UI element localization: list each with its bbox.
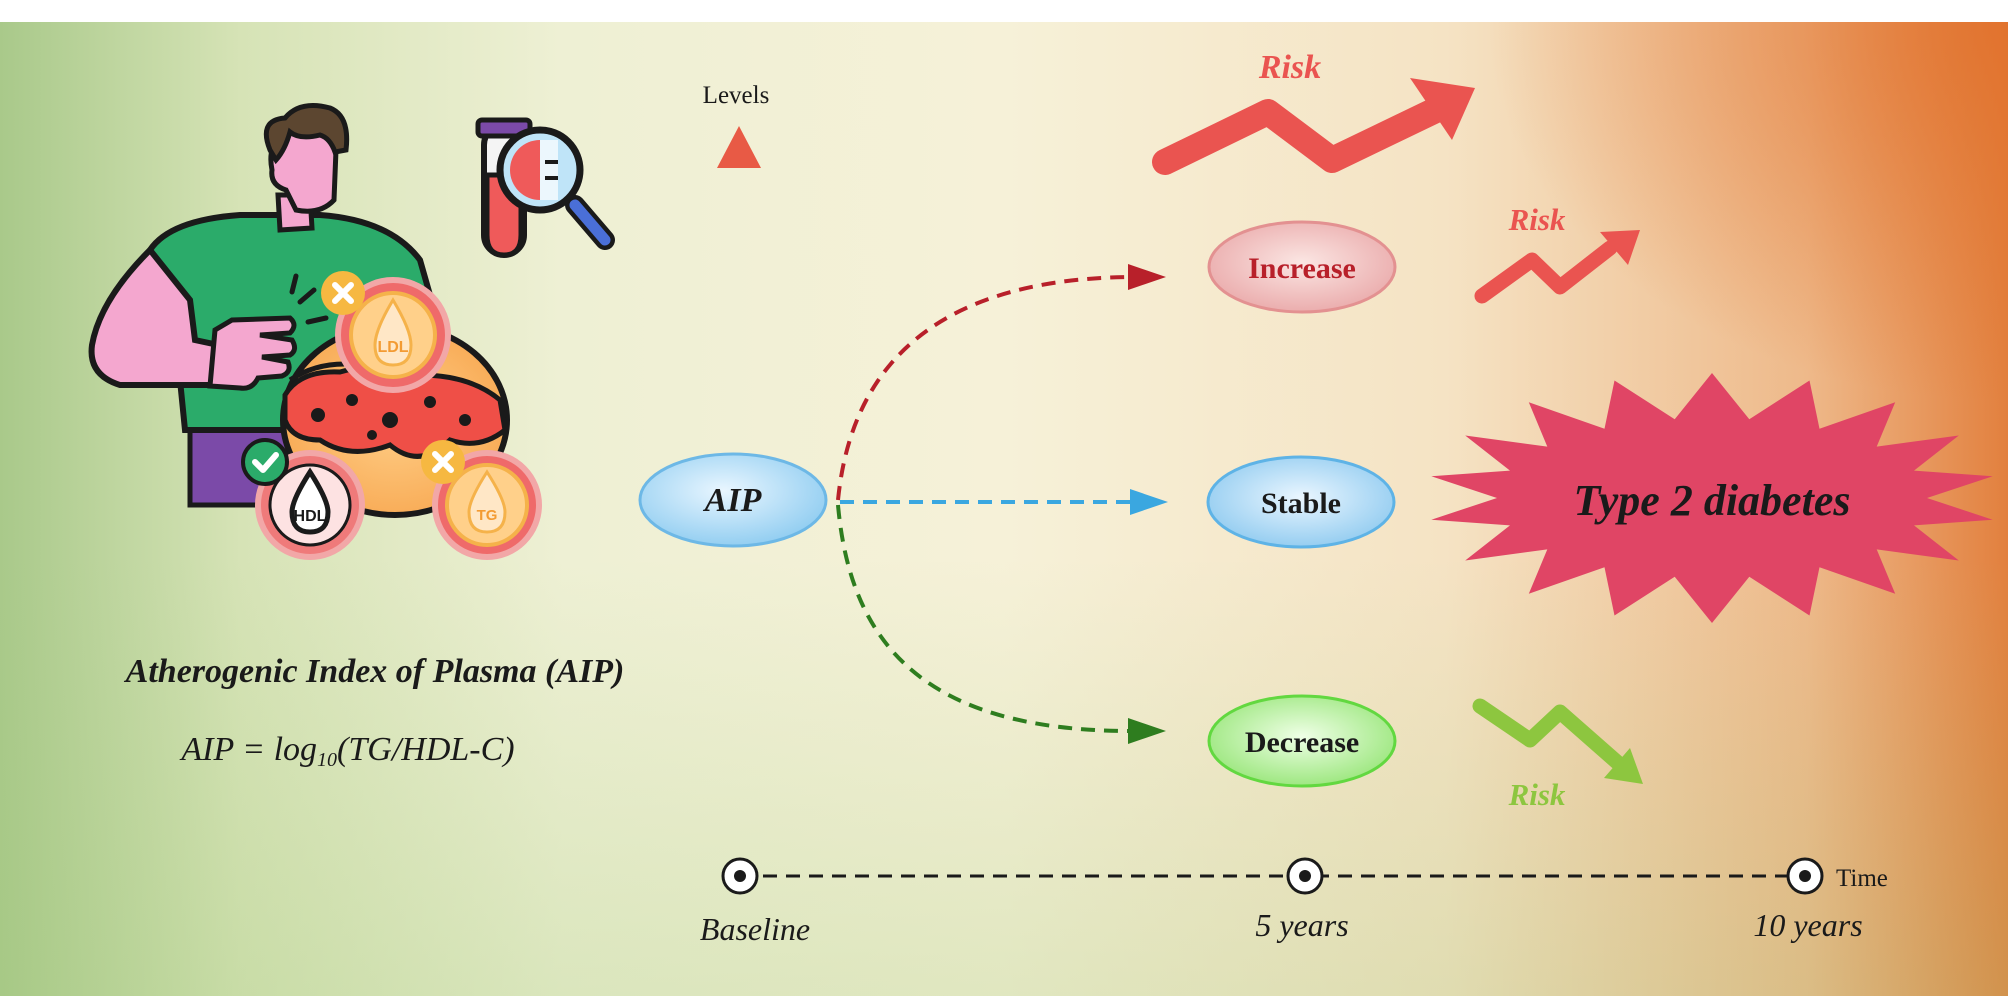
ldl-label: LDL: [377, 339, 408, 356]
outcome-label: Type 2 diabetes: [1574, 476, 1851, 525]
hdl-check-icon: [252, 452, 279, 473]
timepoint-marker-baseline: [721, 857, 759, 895]
stable-arrowhead: [1130, 489, 1168, 515]
risk-up-small-icon: [1474, 230, 1640, 304]
risk-up-big-icon: [1152, 78, 1475, 175]
increase-arrow: [836, 275, 1129, 501]
increase-arrowhead: [1128, 264, 1166, 290]
increase-node: Increase: [1207, 220, 1397, 314]
risk-label-top: Risk: [1258, 49, 1321, 86]
x-axis-label: Time: [1836, 865, 1888, 892]
risk-down-icon: [1472, 698, 1643, 784]
stable-node-label: Stable: [1261, 487, 1341, 520]
increase-node-label: Increase: [1248, 252, 1356, 285]
tg-label: TG: [477, 507, 498, 524]
decrease-arrowhead: [1128, 718, 1166, 744]
timepoint-marker-5-years: [1286, 857, 1324, 895]
decrease-node: Decrease: [1207, 694, 1397, 788]
aip-formula-suffix: (TG/HDL-C): [337, 731, 515, 768]
pain-marks: [289, 273, 329, 325]
aip-formula-subscript: 10: [317, 749, 337, 771]
aip-node-label: AIP: [703, 482, 762, 519]
timepoint-label-5-years: 5 years: [1255, 907, 1348, 943]
aip-formula: AIP = log10(TG/HDL-C): [179, 731, 514, 771]
decrease-node-label: Decrease: [1245, 726, 1359, 759]
hand: [207, 315, 298, 391]
hdl-marker: HDL: [241, 438, 365, 560]
timepoint-label-baseline: Baseline: [700, 911, 810, 947]
risk-label-increase: Risk: [1508, 202, 1566, 237]
aip-node: AIP: [638, 452, 828, 548]
stable-node: Stable: [1206, 455, 1396, 549]
tg-cross-icon: [432, 451, 454, 473]
y-axis-arrowhead: [717, 126, 761, 168]
timepoint-marker-10-years: [1786, 857, 1824, 895]
y-axis-label: Levels: [703, 82, 770, 109]
tg-marker: TG: [421, 440, 542, 560]
risk-label-decrease: Risk: [1508, 777, 1566, 812]
hair: [263, 103, 350, 165]
type2-diabetes-burst: Type 2 diabetes: [1431, 373, 1993, 623]
decrease-arrow: [836, 504, 1129, 733]
timepoint-label-10-years: 10 years: [1753, 907, 1862, 943]
ldl-cross-icon: [332, 282, 354, 304]
left-title: Atherogenic Index of Plasma (AIP): [124, 653, 625, 690]
hdl-label: HDL: [294, 508, 327, 525]
ldl-marker: LDL: [321, 271, 451, 393]
test-tube-magnifier-icon: [475, 117, 615, 258]
aip-formula-prefix: AIP = log: [179, 731, 317, 768]
